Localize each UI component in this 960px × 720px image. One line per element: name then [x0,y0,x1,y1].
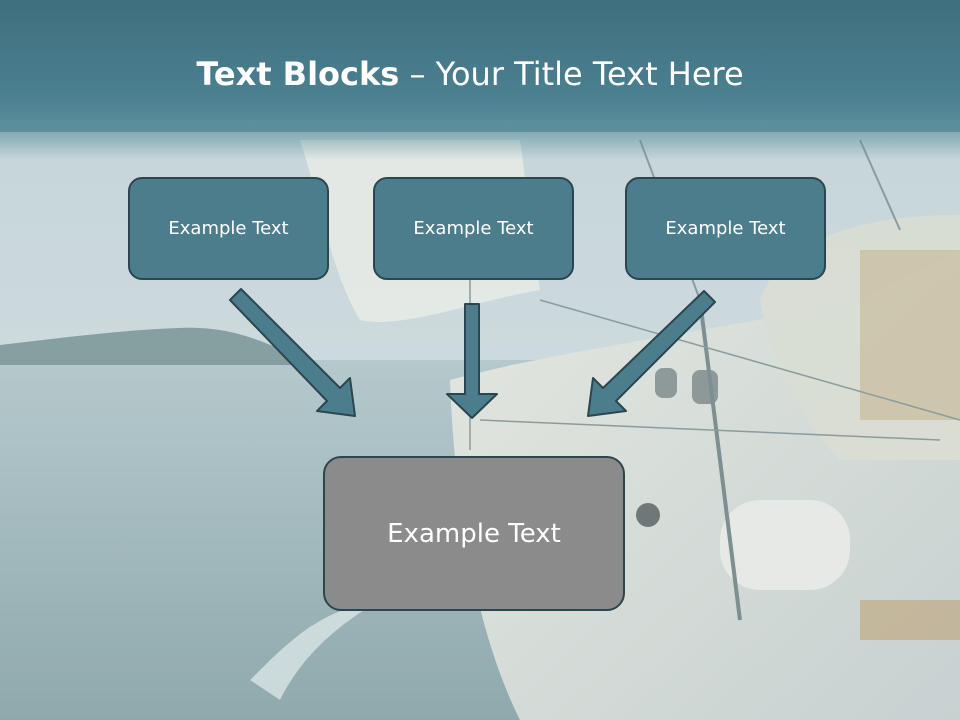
target-text-block[interactable]: Example Text [323,456,625,611]
slide-title-rest: Your Title Text Here [435,55,744,93]
text-block-3[interactable]: Example Text [625,177,826,280]
title-band [0,0,960,132]
title-band-fade [0,120,960,160]
text-block-1[interactable]: Example Text [128,177,329,280]
text-block-2[interactable]: Example Text [373,177,574,280]
arrow-down-icon [446,303,498,419]
text-block-2-label: Example Text [413,218,534,239]
text-block-3-label: Example Text [665,218,786,239]
slide-title-dash: – [399,55,436,93]
slide-title: Text Blocks – Your Title Text Here [0,52,940,96]
arrow-left-down-icon [229,288,356,417]
target-text-block-label: Example Text [387,518,561,549]
slide-title-bold: Text Blocks [196,55,400,93]
text-block-1-label: Example Text [168,218,289,239]
arrow-right-down-icon [587,290,716,417]
